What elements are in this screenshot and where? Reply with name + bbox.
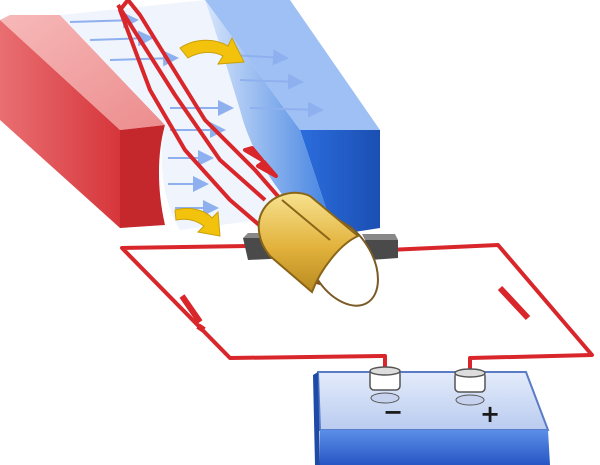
battery-negative-label: − xyxy=(383,398,403,426)
battery-top xyxy=(318,372,548,430)
current-direction-arrow xyxy=(500,288,528,318)
current-direction-arrow xyxy=(198,326,204,330)
terminal-cap-top xyxy=(370,367,400,375)
brush-right-top xyxy=(362,234,398,240)
battery: − + xyxy=(313,367,550,465)
wire-right xyxy=(388,245,592,372)
magnet-north-side xyxy=(120,125,165,228)
battery-front xyxy=(320,430,550,465)
battery-positive-label: + xyxy=(480,400,500,428)
terminal-cap-top xyxy=(455,369,485,377)
